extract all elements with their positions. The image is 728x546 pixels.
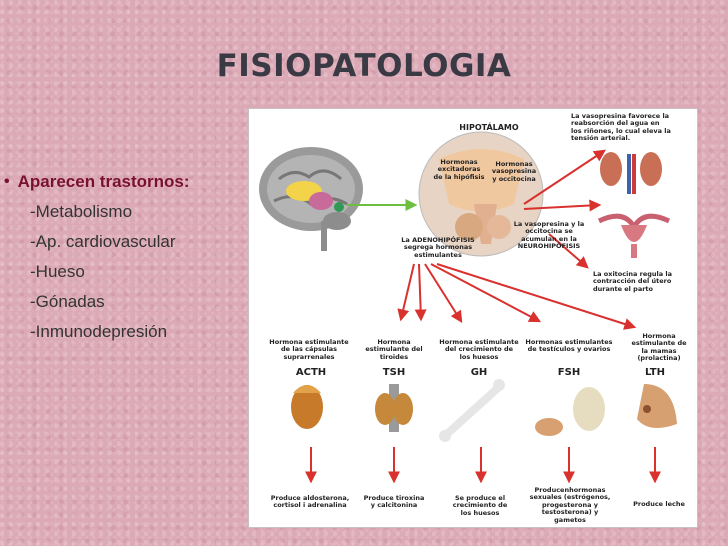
diagram-graphics — [259, 131, 677, 484]
adenohipofisis-label: La ADENOHIPÓFISIS segrega hormonas estim… — [401, 236, 475, 259]
vasopresina-label: Hormonas vasopresina y occitocina — [491, 160, 537, 183]
bullet-item: -Hueso — [30, 262, 85, 281]
bone-icon — [439, 379, 505, 442]
hormone-desc: Hormona estimulante del crecimiento de l… — [439, 338, 519, 361]
hormone-effect: Produce tiroxina y calcitonina — [363, 494, 425, 510]
bullet-heading: • Aparecen trastornos: — [4, 172, 190, 192]
hormone-code: TSH — [382, 367, 406, 378]
hormone-effect: Produce leche — [633, 500, 685, 508]
bullet-item: -Metabolismo — [30, 202, 133, 221]
vasopresina-note: La vasopresina favorece la reabsorción d… — [571, 112, 671, 143]
hormone-desc: Hormona estimulante de la mamas (prolact… — [631, 332, 687, 363]
slide-title: FISIOPATOLOGIA — [216, 48, 512, 84]
bullet-item: -Ap. cardiovascular — [30, 232, 176, 251]
bullet-heading-text: Aparecen trastornos: — [17, 172, 190, 191]
hormone-desc: Hormona estimulante de las cápsulas supr… — [269, 338, 349, 361]
brain-icon — [259, 147, 363, 251]
bullet-item: -Gónadas — [30, 292, 105, 311]
bullet-dot-icon: • — [4, 173, 10, 190]
hormone-code: GH — [470, 367, 488, 378]
breast-icon — [637, 384, 677, 428]
hormone-effect: Producenhormonas sexuales (estrógenos, p… — [529, 486, 611, 524]
hormone-code: ACTH — [295, 367, 327, 378]
hormone-effect: Produce aldosterona, cortisol i adrenali… — [270, 494, 350, 510]
hypothalamus-zoom-icon — [418, 131, 544, 257]
adrenal-icon — [291, 385, 323, 429]
gonads-icon — [535, 387, 605, 436]
neurohipofisis-label: La vasopresina y la occitocina se acumul… — [513, 220, 585, 251]
bullet-item: -Inmunodepresión — [30, 322, 168, 341]
hormone-desc: Hormona estimulante del tiroides — [365, 338, 423, 361]
pituitary-diagram: HIPOTÁLAMO Hormonas excitadoras de la hi… — [248, 108, 698, 528]
hormone-code: FSH — [557, 367, 581, 378]
excitadoras-label: Hormonas excitadoras de la hipófisis — [433, 158, 485, 181]
hormone-code: LTH — [645, 367, 665, 378]
bullet-list: • Aparecen trastornos: -Metabolismo -Ap.… — [4, 172, 190, 342]
hormone-desc: Hormonas estimulantes de testículos y ov… — [525, 338, 613, 354]
hormone-effect: Se produce el crecimiento de los huesos — [452, 494, 508, 517]
thyroid-icon — [375, 384, 413, 432]
hipotalamo-label: HIPOTÁLAMO — [459, 123, 519, 132]
kidney-icon — [600, 152, 662, 194]
uterus-icon — [597, 213, 671, 258]
oxitocina-note: La oxitocina regula la contracción del ú… — [593, 270, 672, 293]
